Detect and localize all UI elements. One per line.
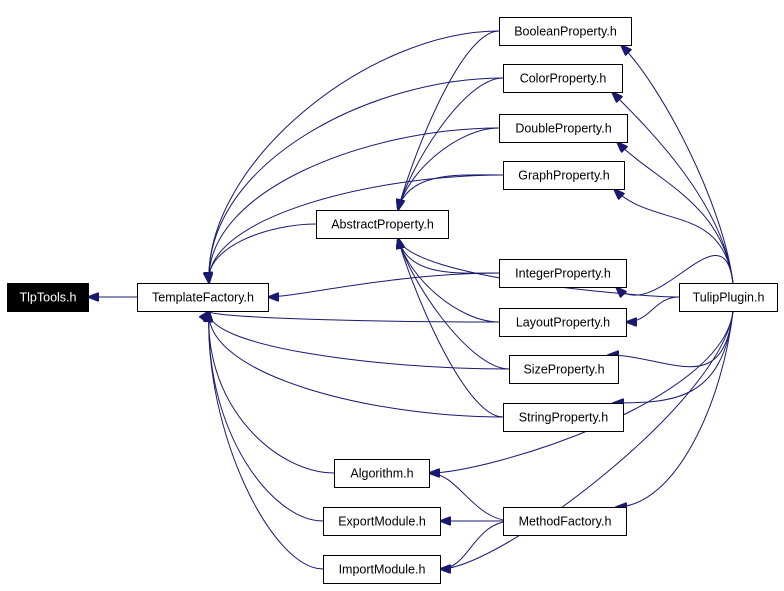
edge-abstractproperty-to-templatefactory — [209, 223, 317, 283]
nodes-layer: TlpTools.h TemplateFactory.h AbstractPrope… — [7, 17, 778, 584]
edge-graphproperty-to-templatefactory — [209, 174, 504, 283]
node-methodfactory[interactable]: MethodFactory.h — [503, 507, 627, 536]
node-algorithm[interactable]: Algorithm.h — [334, 459, 430, 488]
node-colorproperty[interactable]: ColorProperty.h — [503, 64, 623, 93]
edge-integerproperty-to-abstractproperty — [398, 238, 500, 274]
node-box-doubleproperty — [499, 114, 628, 143]
edge-tulipplugin-to-layoutproperty — [626, 296, 680, 322]
node-abstractproperty[interactable]: AbstractProperty.h — [316, 210, 449, 239]
node-stringproperty[interactable]: StringProperty.h — [503, 403, 624, 432]
node-label-booleanproperty: BooleanProperty.h — [514, 25, 617, 39]
edge-tulipplugin-to-importmodule — [440, 310, 734, 569]
node-exportmodule[interactable]: ExportModule.h — [323, 507, 441, 536]
node-label-algorithm: Algorithm.h — [350, 467, 413, 481]
node-integerproperty[interactable]: IntegerProperty.h — [499, 259, 627, 288]
node-label-integerproperty: IntegerProperty.h — [515, 267, 611, 281]
node-box-templatefactory — [137, 283, 269, 312]
edge-tulipplugin-to-graphproperty — [614, 189, 734, 284]
edge-sizeproperty-to-abstractproperty — [398, 238, 510, 370]
node-label-exportmodule: ExportModule.h — [338, 515, 426, 529]
node-box-tulipplugin — [679, 283, 778, 312]
edge-tulipplugin-to-colorproperty — [612, 92, 734, 284]
edge-colorproperty-to-templatefactory — [209, 77, 504, 283]
node-label-importmodule: ImportModule.h — [339, 563, 426, 577]
node-box-algorithm — [334, 459, 430, 488]
node-tlptools[interactable]: TlpTools.h — [7, 283, 89, 312]
edge-tulipplugin-to-methodfactory — [616, 310, 734, 507]
edge-doubleproperty-to-templatefactory — [209, 127, 500, 283]
edge-algorithm-to-templatefactory — [209, 311, 335, 474]
node-label-methodfactory: MethodFactory.h — [519, 515, 612, 529]
edge-integerproperty-to-templatefactory — [268, 272, 500, 297]
edge-doubleproperty-to-abstractproperty — [398, 127, 500, 210]
node-label-stringproperty: StringProperty.h — [519, 411, 608, 425]
node-box-exportmodule — [323, 507, 441, 536]
edge-layoutproperty-to-abstractproperty — [398, 238, 500, 323]
node-box-stringproperty — [503, 403, 624, 432]
edge-methodfactory-to-importmodule — [440, 520, 514, 569]
edge-exportmodule-to-templatefactory — [209, 311, 324, 522]
node-graphproperty[interactable]: GraphProperty.h — [503, 161, 625, 190]
node-importmodule[interactable]: ImportModule.h — [323, 555, 441, 584]
node-tulipplugin[interactable]: TulipPlugin.h — [679, 283, 778, 312]
node-doubleproperty[interactable]: DoubleProperty.h — [499, 114, 628, 143]
edge-graphproperty-to-abstractproperty — [398, 174, 504, 210]
node-box-integerproperty — [499, 259, 627, 288]
node-box-booleanproperty — [499, 17, 632, 46]
edge-tulipplugin-to-sizeproperty — [608, 310, 734, 368]
node-box-layoutproperty — [499, 308, 627, 337]
node-templatefactory[interactable]: TemplateFactory.h — [137, 283, 269, 312]
edge-importmodule-to-templatefactory — [209, 311, 324, 570]
node-box-graphproperty — [503, 161, 625, 190]
edge-booleanproperty-to-templatefactory — [209, 30, 500, 283]
node-label-sizeproperty: SizeProperty.h — [523, 363, 604, 377]
edge-sizeproperty-to-templatefactory — [209, 311, 510, 370]
node-label-tulipplugin: TulipPlugin.h — [693, 291, 765, 305]
node-box-abstractproperty — [316, 210, 449, 239]
node-label-tlptools: TlpTools.h — [20, 291, 77, 305]
node-label-graphproperty: GraphProperty.h — [518, 169, 610, 183]
node-label-templatefactory: TemplateFactory.h — [152, 291, 254, 305]
node-box-methodfactory — [503, 507, 627, 536]
edge-layoutproperty-to-templatefactory — [209, 311, 500, 322]
edge-tulipplugin-to-stringproperty — [613, 310, 734, 403]
node-label-colorproperty: ColorProperty.h — [520, 72, 607, 86]
edge-tulipplugin-to-integerproperty — [616, 255, 734, 295]
node-booleanproperty[interactable]: BooleanProperty.h — [499, 17, 632, 46]
edge-tulipplugin-to-doubleproperty — [617, 142, 734, 284]
node-box-importmodule — [323, 555, 441, 584]
edge-booleanproperty-to-abstractproperty — [398, 30, 500, 210]
node-layoutproperty[interactable]: LayoutProperty.h — [499, 308, 627, 337]
node-box-sizeproperty — [509, 355, 619, 384]
node-sizeproperty[interactable]: SizeProperty.h — [509, 355, 619, 384]
node-label-doubleproperty: DoubleProperty.h — [515, 122, 611, 136]
edge-stringproperty-to-abstractproperty — [398, 238, 504, 418]
edge-tulipplugin-to-booleanproperty — [621, 45, 734, 284]
node-label-layoutproperty: LayoutProperty.h — [516, 316, 610, 330]
node-box-tlptools — [7, 283, 89, 312]
node-label-abstractproperty: AbstractProperty.h — [331, 218, 434, 232]
node-box-colorproperty — [503, 64, 623, 93]
edge-colorproperty-to-abstractproperty — [398, 77, 504, 210]
edge-methodfactory-to-algorithm — [429, 473, 514, 522]
edge-stringproperty-to-templatefactory — [209, 311, 504, 418]
